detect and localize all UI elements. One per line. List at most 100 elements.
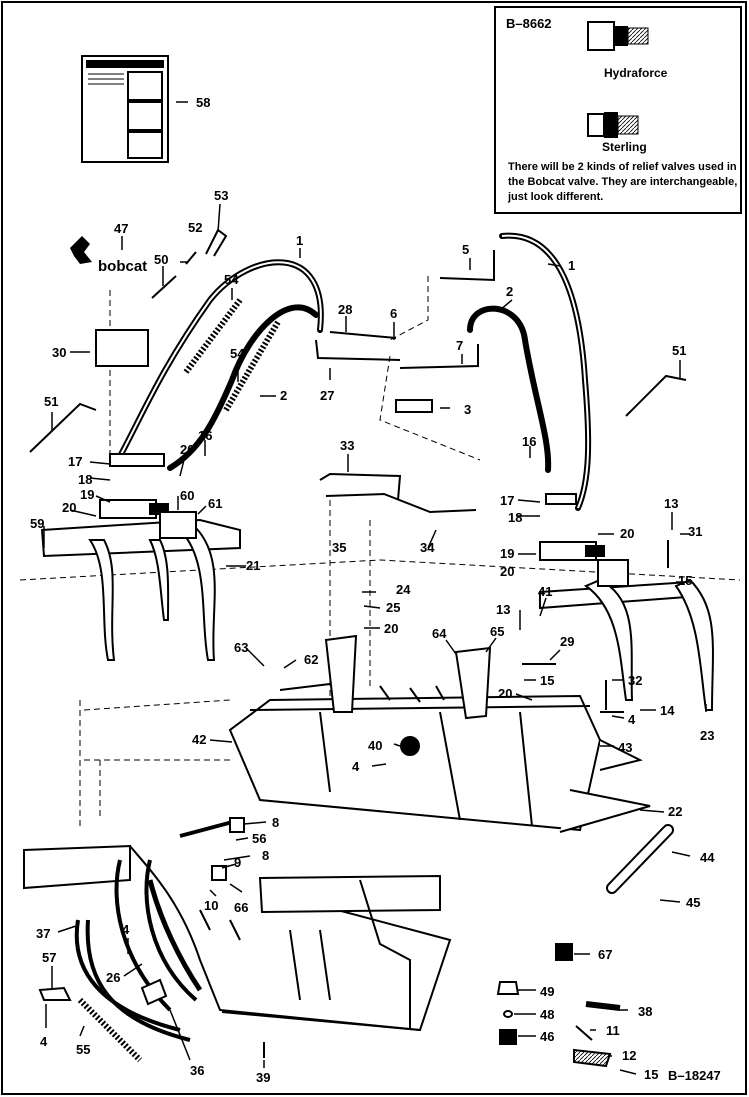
callout-13b: 13	[496, 602, 510, 617]
loader-frame	[23, 844, 452, 1032]
callout-8b: 8	[262, 848, 269, 863]
inset-code: B–8662	[506, 16, 552, 31]
callout-20f: 20	[498, 686, 512, 701]
decal-sheet	[81, 55, 169, 163]
callout-46: 46	[540, 1029, 554, 1044]
callout-37: 37	[36, 926, 50, 941]
callout-42: 42	[192, 732, 206, 747]
callout-16: 16	[198, 428, 212, 443]
hydraforce-valve-icon	[587, 21, 649, 51]
callout-18: 18	[78, 472, 92, 487]
callout-52: 52	[188, 220, 202, 235]
callout-40: 40	[368, 738, 382, 753]
callout-12: 12	[622, 1048, 636, 1063]
callout-20e: 20	[384, 621, 398, 636]
callout-31: 31	[688, 524, 702, 539]
callout-21: 21	[246, 558, 260, 573]
callout-8: 8	[272, 815, 279, 830]
hydraforce-label: Hydraforce	[604, 66, 668, 80]
callout-4: 4	[628, 712, 636, 727]
tubelines	[315, 250, 495, 514]
hose-guards	[183, 298, 281, 412]
callout-38: 38	[638, 1004, 652, 1019]
inset-note: There will be 2 kinds of relief valves u…	[508, 161, 738, 203]
callout-44: 44	[700, 850, 715, 865]
callout-10: 10	[204, 898, 218, 913]
callout-65: 65	[490, 624, 504, 639]
cylinders	[99, 453, 605, 561]
callout-3: 3	[464, 402, 471, 417]
callout-23: 23	[700, 728, 714, 743]
callout-4c: 4	[122, 922, 130, 937]
callout-15b: 15	[540, 673, 554, 688]
callout-1b: 1	[568, 258, 575, 273]
callout-29: 29	[560, 634, 574, 649]
callout-54b: 54	[230, 346, 245, 361]
callout-36: 36	[190, 1063, 204, 1078]
callout-64: 64	[432, 626, 447, 641]
bolts	[29, 228, 687, 1058]
callout-17: 17	[68, 454, 82, 469]
callout-2: 2	[506, 284, 513, 299]
callout-25: 25	[386, 600, 400, 615]
callout-59: 59	[30, 516, 44, 531]
callout-34: 34	[420, 540, 435, 555]
callout-26: 26	[106, 970, 120, 985]
callout-61: 61	[208, 496, 222, 511]
callout-57: 57	[42, 950, 56, 965]
callout-20c: 20	[620, 526, 634, 541]
callout-55: 55	[76, 1042, 90, 1057]
callout-63: 63	[234, 640, 248, 655]
callout-17b: 17	[500, 493, 514, 508]
callout-39: 39	[256, 1070, 270, 1085]
sterling-valve-icon	[587, 112, 639, 138]
callout-27: 27	[320, 388, 334, 403]
callout-54: 54	[224, 272, 239, 287]
callout-15: 15	[678, 573, 692, 588]
callout-15c: 15	[644, 1067, 658, 1082]
callout-62: 62	[304, 652, 318, 667]
callout-51b: 51	[672, 343, 686, 358]
callout-1: 1	[296, 233, 303, 248]
bucket	[228, 634, 651, 833]
callout-11: 11	[606, 1023, 620, 1038]
callout-60: 60	[180, 488, 194, 503]
callout-14: 14	[660, 703, 675, 718]
bobcat-logo: bobcat	[70, 236, 147, 275]
callout-22: 22	[668, 804, 682, 819]
callout-50: 50	[154, 252, 168, 267]
callout-67: 67	[598, 947, 612, 962]
callout-51: 51	[44, 394, 58, 409]
callout-47: 47	[114, 221, 128, 236]
callout-24: 24	[396, 582, 411, 597]
callout-20b: 20	[62, 500, 76, 515]
callout-28: 28	[338, 302, 352, 317]
callout-9: 9	[234, 855, 241, 870]
callout-45: 45	[686, 895, 700, 910]
leader-lines	[43, 101, 707, 1075]
grapple-right	[539, 559, 714, 711]
callout-48: 48	[540, 1007, 554, 1022]
grapple-left	[40, 511, 241, 661]
callout-5: 5	[462, 242, 469, 257]
hose-highlights	[117, 234, 590, 509]
callout-13: 13	[664, 496, 678, 511]
callout-58: 58	[196, 95, 210, 110]
callout-66: 66	[234, 900, 248, 915]
callouts: 58 53 52 47 50 54 1 5 1 2 28 6 7 30 54 2…	[30, 95, 715, 1085]
callout-18b: 18	[508, 510, 522, 525]
fittings	[496, 824, 674, 1068]
callout-35: 35	[332, 540, 346, 555]
relief-valve-inset: B–8662 Hydraforce Sterling There will be…	[494, 6, 742, 214]
callout-56: 56	[252, 831, 266, 846]
callout-4d: 4	[40, 1034, 48, 1049]
callout-19: 19	[80, 487, 94, 502]
callout-20d: 20	[500, 564, 514, 579]
callout-30: 30	[52, 345, 66, 360]
callout-20: 20	[180, 442, 194, 457]
bobcat-logo-text: bobcat	[98, 258, 147, 275]
callout-53: 53	[214, 188, 228, 203]
callout-4b: 4	[352, 759, 360, 774]
